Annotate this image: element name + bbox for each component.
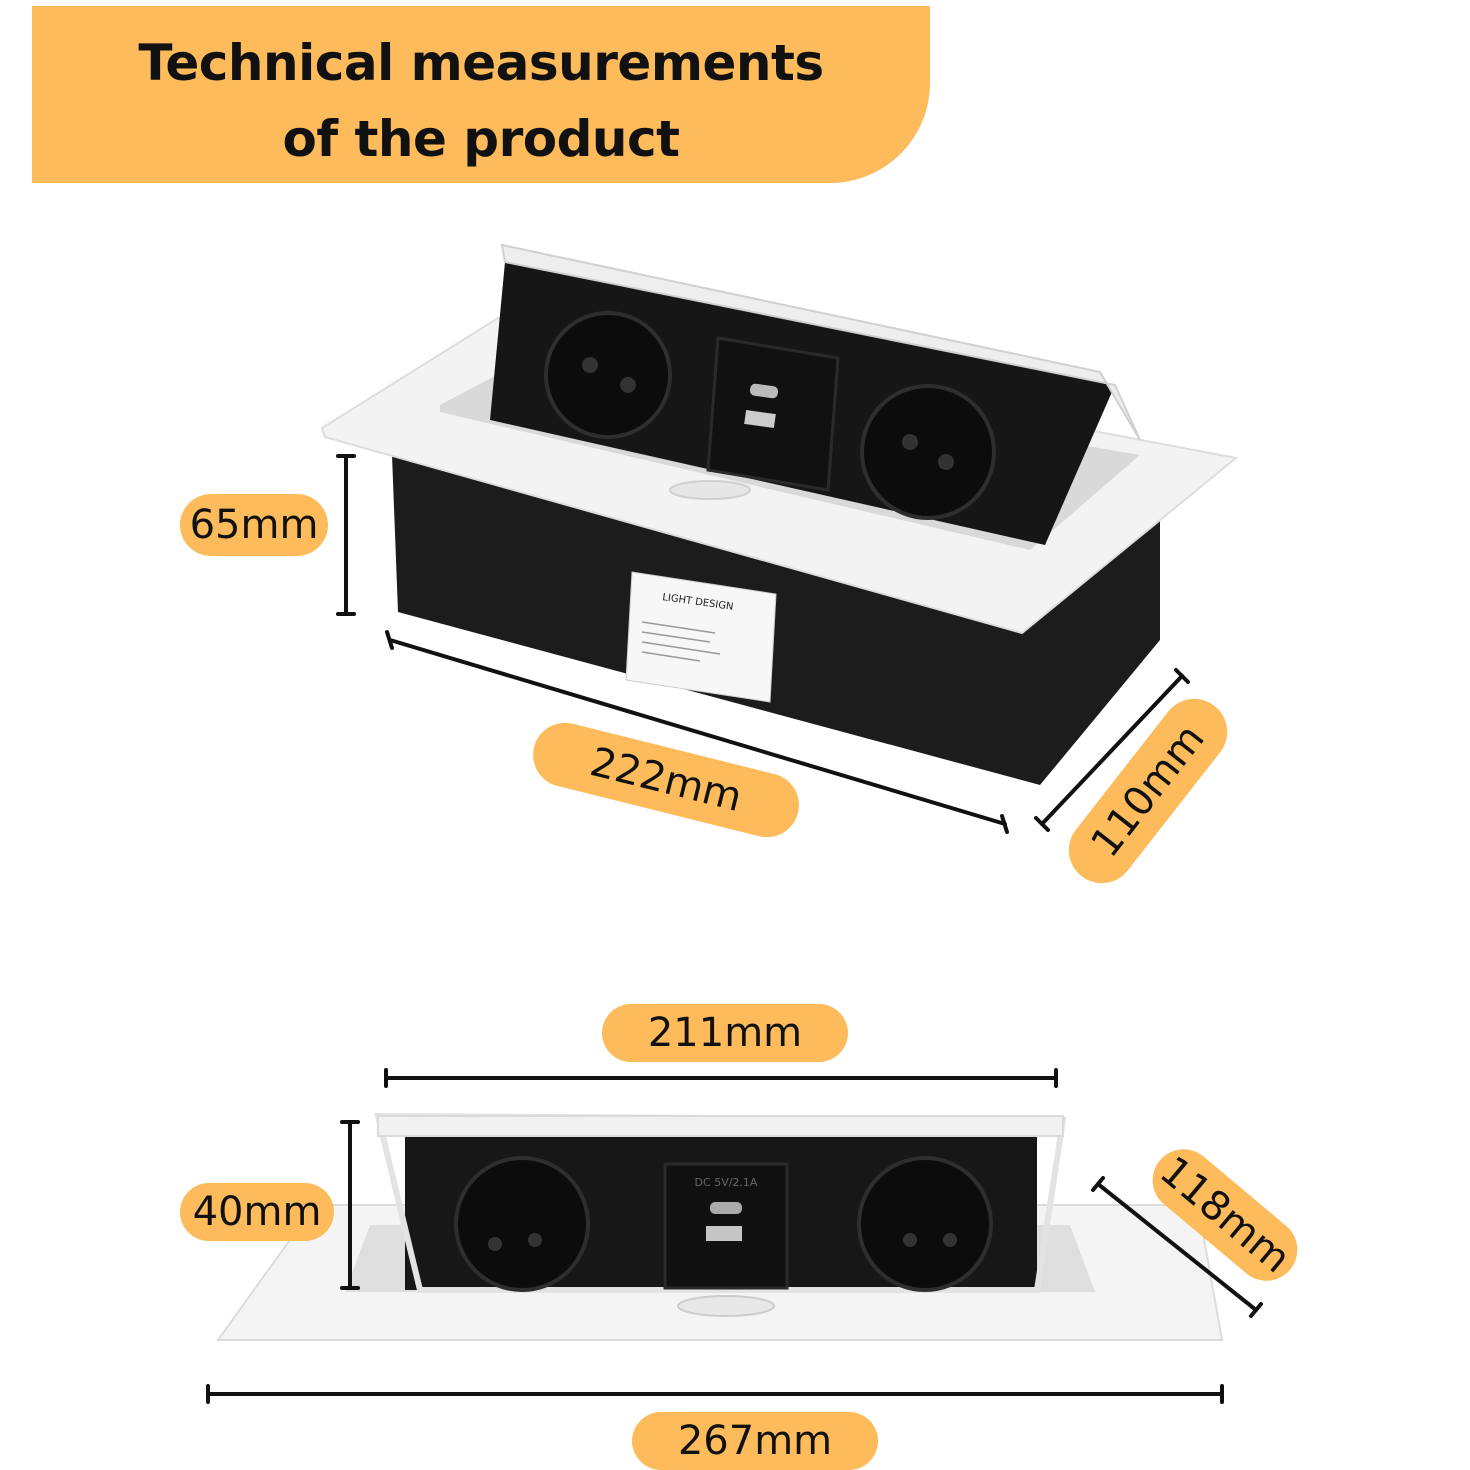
socket-right-pin bbox=[938, 454, 954, 470]
product-label bbox=[625, 571, 777, 703]
product-top-view: LIGHT DESIGN bbox=[320, 243, 1239, 785]
socket-right-pin bbox=[943, 1233, 957, 1247]
usb-c-port bbox=[749, 383, 779, 399]
socket-right bbox=[860, 384, 996, 520]
dim-label-height-front: 40mm bbox=[180, 1183, 334, 1241]
socket-left bbox=[454, 1156, 590, 1292]
product-front-view: DC 5V/2.1A bbox=[216, 1112, 1224, 1341]
usb-c-port bbox=[710, 1202, 742, 1214]
socket-right-pin bbox=[902, 434, 918, 450]
dim-label-height-top: 65mm bbox=[180, 494, 328, 556]
socket-left-pin bbox=[488, 1237, 502, 1251]
usb-port-text: DC 5V/2.1A bbox=[695, 1176, 758, 1189]
socket-left-pin bbox=[582, 357, 598, 373]
socket-left-pin bbox=[528, 1233, 542, 1247]
usb-a-port bbox=[744, 409, 776, 429]
socket-left bbox=[544, 311, 672, 439]
title-line-1: Technical measurements bbox=[138, 34, 824, 92]
lid-edge bbox=[500, 243, 1141, 441]
usb-a-port bbox=[706, 1226, 742, 1241]
label-fineprint bbox=[641, 621, 721, 662]
dim-line-length-top bbox=[388, 638, 1007, 826]
push-button bbox=[669, 480, 751, 500]
push-button bbox=[677, 1295, 775, 1317]
title-line-2: of the product bbox=[282, 110, 680, 168]
dim-label-inner-width: 211mm bbox=[602, 1004, 848, 1062]
title-banner: Technical measurements of the product bbox=[32, 6, 930, 183]
dim-line-depth-front bbox=[1096, 1182, 1258, 1312]
lid-top bbox=[377, 1115, 1064, 1137]
socket-left-pin bbox=[620, 377, 636, 393]
dimension-lines bbox=[206, 454, 1263, 1404]
socket-right bbox=[857, 1156, 993, 1292]
dim-line-depth-top bbox=[1040, 674, 1184, 826]
socket-right-pin bbox=[903, 1233, 917, 1247]
dim-label-total-width: 267mm bbox=[632, 1412, 878, 1470]
